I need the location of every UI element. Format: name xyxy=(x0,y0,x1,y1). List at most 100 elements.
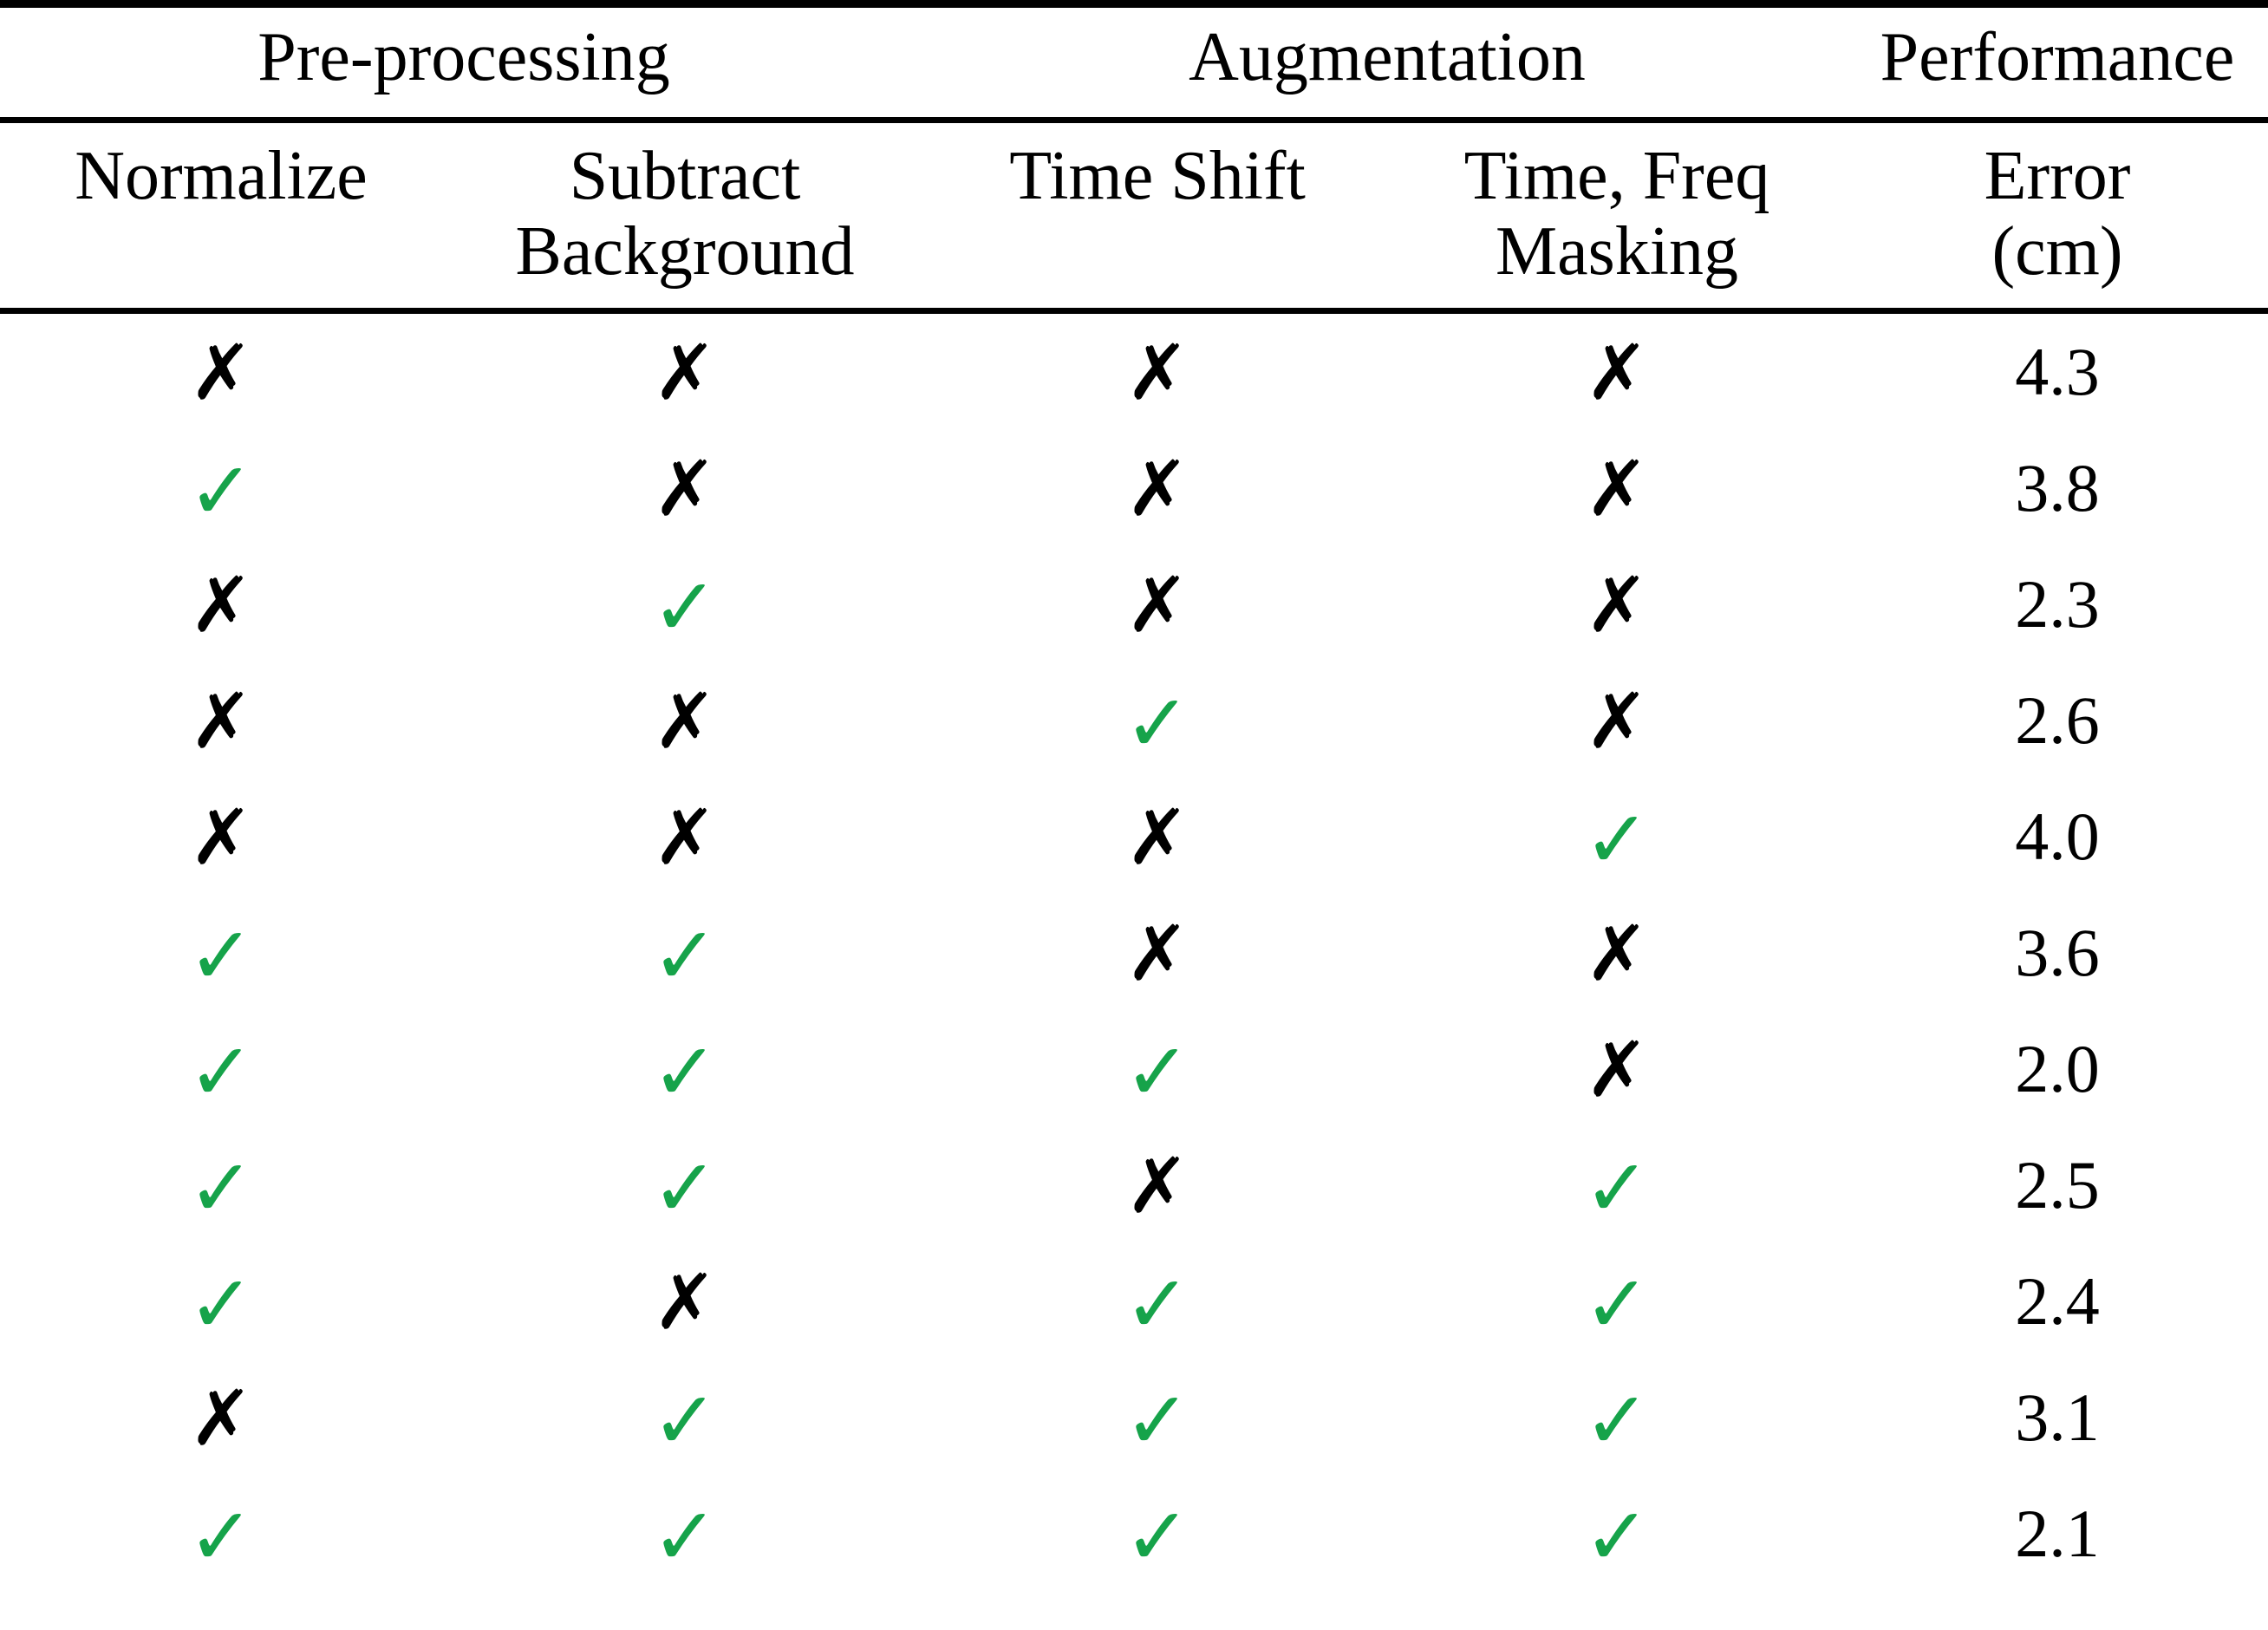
column-header-time-shift: Time Shift xyxy=(928,123,1387,308)
cell-normalize: ✗ xyxy=(0,546,442,662)
error-value: 4.3 xyxy=(2015,334,2100,410)
table-row: ✗✗✗✗4.3 xyxy=(0,314,2268,430)
cross-icon: ✗ xyxy=(1585,328,1649,418)
cross-icon: ✗ xyxy=(189,676,253,766)
cross-icon: ✗ xyxy=(1585,444,1649,534)
cell-subtract-background: ✓ xyxy=(442,546,928,662)
cell-error: 2.3 xyxy=(1847,546,2268,662)
table-row: ✗✓✓✓3.1 xyxy=(0,1359,2268,1476)
cell-subtract-background: ✗ xyxy=(442,1243,928,1359)
check-icon: ✓ xyxy=(1583,1257,1651,1351)
error-value: 2.4 xyxy=(2015,1263,2100,1340)
cell-time-shift: ✗ xyxy=(928,430,1387,546)
error-value: 3.8 xyxy=(2015,450,2100,526)
check-icon: ✓ xyxy=(187,909,255,1002)
header-rule-cell xyxy=(0,308,2268,315)
cell-subtract-background: ✓ xyxy=(442,1359,928,1476)
column-header-normalize: Normalize xyxy=(0,123,442,308)
column-header-subtract-line1: Subtract xyxy=(569,138,801,215)
group-rule-cell xyxy=(0,117,2268,124)
cell-error: 2.6 xyxy=(1847,662,2268,779)
cell-time-freq-masking: ✗ xyxy=(1387,1011,1847,1127)
table-body: ✗✗✗✗4.3✓✗✗✗3.8✗✓✗✗2.3✗✗✓✗2.6✗✗✗✓4.0✓✓✗✗3… xyxy=(0,314,2268,1592)
column-header-subtract-background: Subtract Background xyxy=(442,123,928,308)
cell-time-freq-masking: ✗ xyxy=(1387,314,1847,430)
column-header-error-line2: (cm) xyxy=(1991,212,2123,290)
table-row: ✗✗✗✓4.0 xyxy=(0,779,2268,895)
check-icon: ✓ xyxy=(1583,1490,1651,1583)
cell-subtract-background: ✗ xyxy=(442,430,928,546)
check-icon: ✓ xyxy=(651,560,719,654)
cell-subtract-background: ✗ xyxy=(442,662,928,779)
error-value: 3.1 xyxy=(2015,1379,2100,1456)
check-icon: ✓ xyxy=(651,1025,719,1118)
cross-icon: ✗ xyxy=(1585,676,1649,766)
cell-normalize: ✗ xyxy=(0,662,442,779)
cell-normalize: ✓ xyxy=(0,1243,442,1359)
header-rule xyxy=(0,308,2268,315)
error-value: 2.1 xyxy=(2015,1496,2100,1572)
cell-time-shift: ✗ xyxy=(928,895,1387,1011)
table-row: ✓✓✗✓2.5 xyxy=(0,1127,2268,1243)
cell-error: 3.6 xyxy=(1847,895,2268,1011)
check-icon: ✓ xyxy=(1583,1141,1651,1235)
cell-time-shift: ✗ xyxy=(928,546,1387,662)
cell-subtract-background: ✓ xyxy=(442,895,928,1011)
check-icon: ✓ xyxy=(187,1257,255,1351)
check-icon: ✓ xyxy=(187,1490,255,1583)
cell-error: 3.8 xyxy=(1847,430,2268,546)
cell-subtract-background: ✓ xyxy=(442,1127,928,1243)
cross-icon: ✗ xyxy=(1125,909,1189,999)
table-row: ✓ ✓ ✓ ✓ 2.1 xyxy=(0,1476,2268,1592)
cross-icon: ✗ xyxy=(653,676,717,766)
cell-time-freq-masking: ✗ xyxy=(1387,662,1847,779)
cross-icon: ✗ xyxy=(653,792,717,883)
cell-normalize: ✗ xyxy=(0,1359,442,1476)
cell-time-freq-masking: ✓ xyxy=(1387,1359,1847,1476)
group-header-performance: Performance xyxy=(1880,19,2235,95)
cross-icon: ✗ xyxy=(1125,444,1189,534)
cross-icon: ✗ xyxy=(1585,909,1649,999)
error-value: 3.6 xyxy=(2015,915,2100,991)
check-icon: ✓ xyxy=(1124,1490,1191,1583)
cell-error: 2.1 xyxy=(1847,1476,2268,1592)
cell-time-shift: ✓ xyxy=(928,1359,1387,1476)
cell-error: 3.1 xyxy=(1847,1359,2268,1476)
table-row: ✓ ✓ ✓ ✗ 2.0 xyxy=(0,1011,2268,1127)
check-icon: ✓ xyxy=(651,1373,719,1467)
cell-normalize: ✓ xyxy=(0,1127,442,1243)
column-header-normalize-line1: Normalize xyxy=(75,138,368,215)
cell-time-shift: ✓ xyxy=(928,662,1387,779)
table-row: ✓ ✓ ✗ ✗ 3.6 xyxy=(0,895,2268,1011)
cell-error: 2.0 xyxy=(1847,1011,2268,1127)
cell-error: 2.5 xyxy=(1847,1127,2268,1243)
error-value: 2.3 xyxy=(2015,566,2100,642)
check-icon: ✓ xyxy=(651,1490,719,1583)
group-header-row: Pre-processing Augmentation Performance xyxy=(0,8,2268,117)
error-value: 2.6 xyxy=(2015,682,2100,759)
check-icon: ✓ xyxy=(651,1141,719,1235)
cell-subtract-background: ✗ xyxy=(442,314,928,430)
cross-icon: ✗ xyxy=(1125,328,1189,418)
cross-icon: ✗ xyxy=(1125,560,1189,650)
top-rule xyxy=(0,0,2268,8)
cell-time-shift: ✓ xyxy=(928,1243,1387,1359)
cell-subtract-background: ✓ xyxy=(442,1011,928,1127)
check-icon: ✓ xyxy=(1583,792,1651,886)
cell-subtract-background: ✓ xyxy=(442,1476,928,1592)
cell-time-shift: ✓ xyxy=(928,1011,1387,1127)
cross-icon: ✗ xyxy=(653,1257,717,1347)
cell-normalize: ✓ xyxy=(0,895,442,1011)
column-header-time-shift-line1: Time Shift xyxy=(1009,138,1306,215)
group-rule-row xyxy=(0,117,2268,124)
cell-normalize: ✓ xyxy=(0,430,442,546)
cross-icon: ✗ xyxy=(1585,1025,1649,1115)
table-row: ✓ ✗ ✓ ✓ 2.4 xyxy=(0,1243,2268,1359)
column-header-time-freq-line2: Masking xyxy=(1496,212,1738,290)
cross-icon: ✗ xyxy=(189,792,253,883)
error-value: 2.0 xyxy=(2015,1031,2100,1107)
cell-time-freq-masking: ✓ xyxy=(1387,1243,1847,1359)
cell-time-freq-masking: ✗ xyxy=(1387,895,1847,1011)
cell-normalize: ✓ xyxy=(0,1011,442,1127)
